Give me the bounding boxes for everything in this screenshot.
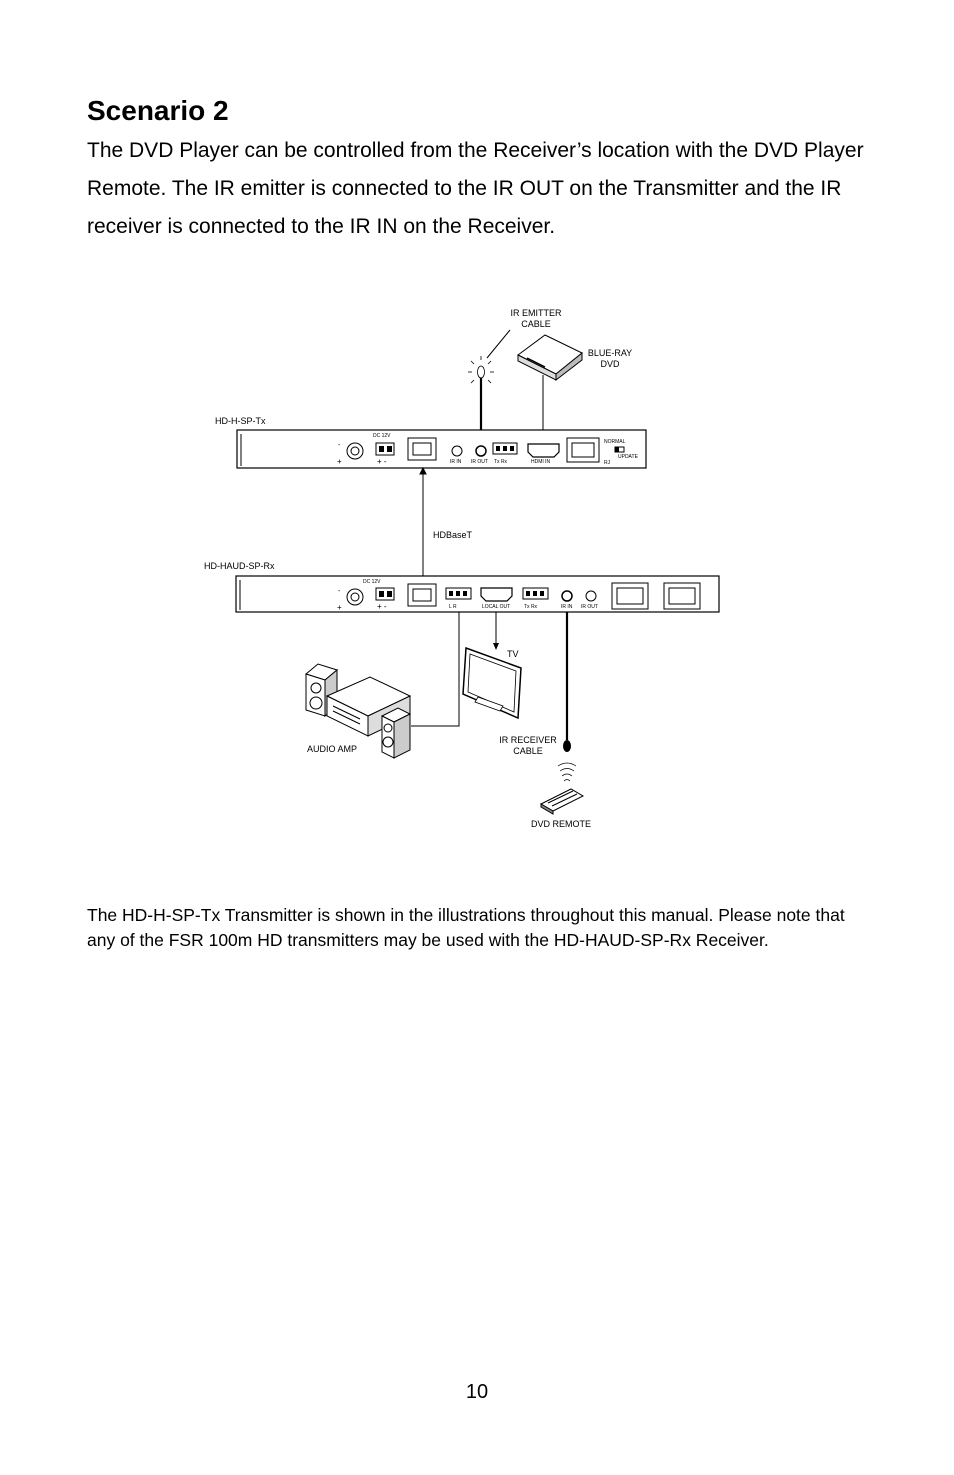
ir-emitter-label-2: CABLE	[521, 319, 551, 329]
tx-service-port	[566, 437, 600, 463]
connection-diagram: IR EMITTER CABLE BLUE-RAY DVD HD-H-SP-Tx…	[204, 308, 720, 829]
dvd-remote-label: DVD REMOTE	[531, 819, 591, 829]
tx-rj-label: RJ	[604, 460, 611, 466]
tx-hdbaset-port	[407, 437, 437, 461]
tx-ir-out-label: IR OUT	[471, 459, 488, 465]
svg-text:-: -	[338, 442, 341, 449]
bluray-label-1: BLUE-RAY	[588, 348, 632, 358]
rx-ir-out-label: IR OUT	[581, 604, 598, 610]
rx-audio-terminal	[445, 587, 472, 600]
rx-ir-in-port	[561, 590, 573, 602]
page-number: 10	[465, 1381, 489, 1403]
tx-normal-label: NORMAL	[604, 439, 626, 445]
transmitter-note: The HD-H-SP-Tx Transmitter is shown in t…	[87, 905, 845, 950]
audio-amp-label: AUDIO AMP	[307, 744, 357, 754]
tx-ir-in-port	[451, 445, 463, 457]
tx-hdmi-in-port	[527, 443, 560, 458]
tx-dc-label: DC 12V	[373, 433, 391, 439]
page-title: Scenario 2	[87, 95, 229, 126]
tx-hdmi-in-label: HDMI IN	[531, 459, 551, 465]
bluray-label-2: DVD	[600, 359, 620, 369]
tx-dc-terminal	[375, 442, 395, 456]
rx-rs232-terminal	[522, 587, 549, 600]
bluray-player-icon	[517, 334, 583, 382]
ir-receiver-icon	[563, 740, 571, 752]
svg-text:+: +	[337, 457, 342, 466]
audio-cable	[411, 612, 460, 727]
hdbaset-label: HDBaseT	[433, 530, 473, 540]
rx-local-out-label: LOCAL OUT	[482, 604, 510, 610]
ir-receiver-label-1: IR RECEIVER	[499, 735, 557, 745]
tx-label: HD-H-SP-Tx	[215, 416, 266, 426]
audio-amp-icon	[304, 663, 412, 759]
tx-rs232-terminal	[492, 442, 518, 455]
hdbaset-link	[419, 466, 427, 586]
ir-receiver-label-2: CABLE	[513, 746, 543, 756]
ir-emitter-leader	[486, 329, 511, 359]
tv-label: TV	[507, 649, 519, 659]
rx-dc-terminal	[375, 587, 395, 601]
tx-power-jack-icon	[346, 442, 364, 460]
receiver-unit: - + + - DC 12V L R LOCAL OUT Tx Rx IR IN…	[235, 575, 720, 613]
rx-ir-in-label: IR IN	[561, 604, 573, 610]
tx-ir-out-port	[475, 445, 487, 457]
rx-txrx-label: Tx Rx	[524, 604, 538, 610]
rx-lan-port-1	[611, 582, 649, 610]
transmitter-unit: - + + - DC 12V IR IN IR OUT Tx Rx HDMI I…	[236, 429, 647, 469]
svg-text:+: +	[337, 603, 342, 612]
rx-lan-port-2	[663, 582, 701, 610]
intro-paragraph: The DVD Player can be controlled from th…	[87, 139, 864, 238]
svg-text:+ -: + -	[377, 602, 387, 611]
ir-emitter-label-1: IR EMITTER	[511, 308, 562, 318]
rx-label: HD-HAUD-SP-Rx	[204, 561, 275, 571]
rx-ir-out-port	[585, 590, 597, 602]
tv-icon	[462, 646, 522, 720]
rx-dc-label: DC 12V	[363, 579, 381, 585]
svg-text:+ -: + -	[377, 457, 387, 466]
svg-text:-: -	[338, 588, 341, 595]
ir-signal-icon	[557, 762, 577, 782]
dvd-remote-icon	[539, 788, 585, 815]
rx-local-out-port	[480, 587, 513, 602]
tx-ir-in-label: IR IN	[450, 459, 462, 465]
tx-txrx-label: Tx Rx	[494, 459, 508, 465]
rx-hdbaset-port	[407, 583, 437, 607]
rx-lr-label: L R	[449, 604, 457, 610]
rx-power-jack-icon	[346, 588, 364, 606]
tx-update-label: UPDATE	[618, 454, 639, 460]
